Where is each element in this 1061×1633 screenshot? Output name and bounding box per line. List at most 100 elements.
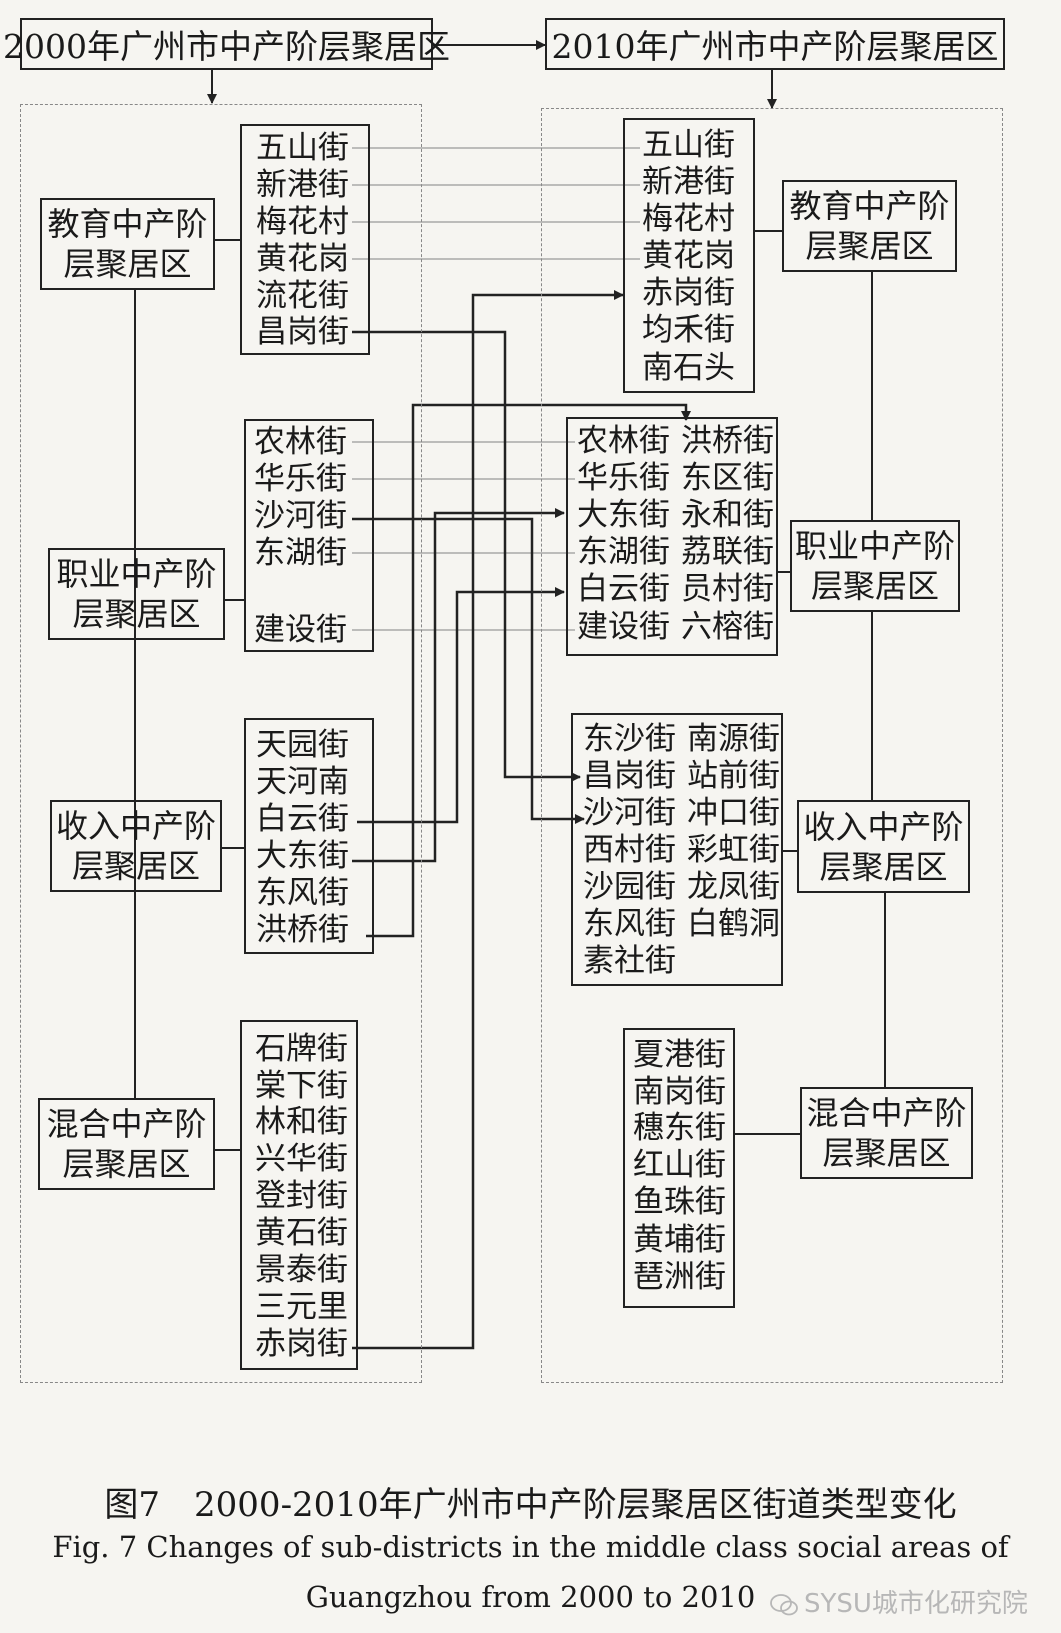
street-item: 黄埔街 <box>633 1222 726 1258</box>
street-item: 永和街 <box>681 497 774 533</box>
street-item: 新港街 <box>256 167 349 203</box>
street-item: 大东街 <box>256 838 349 874</box>
street-item: 穗东街 <box>633 1110 726 1146</box>
left-category-education: 教育中产阶层聚居区 <box>40 198 215 290</box>
street-item: 兴华街 <box>255 1141 348 1177</box>
street-item: 梅花村 <box>642 201 735 237</box>
street-item: 白鹤洞 <box>687 906 780 942</box>
street-item: 红山街 <box>633 1147 726 1183</box>
street-item: 华乐街 <box>254 461 347 497</box>
street-item: 夏港街 <box>633 1037 726 1073</box>
category-label: 职业中产阶层聚居区 <box>56 555 217 633</box>
left-list-income <box>244 718 374 954</box>
street-item: 鱼珠街 <box>633 1184 726 1220</box>
street-item: 景泰街 <box>255 1252 348 1288</box>
figure-caption-english-line1: Fig. 7 Changes of sub-districts in the m… <box>52 1530 1009 1564</box>
right-header-title: 2010年广州市中产阶层聚居区 <box>551 27 999 66</box>
street-item: 素社街 <box>583 943 676 979</box>
street-item: 东风街 <box>256 875 349 911</box>
figure-caption-chinese: 图7 2000-2010年广州市中产阶层聚居区街道类型变化 <box>104 1485 957 1525</box>
street-item: 流花街 <box>256 278 349 314</box>
category-label: 混合中产阶层聚居区 <box>806 1094 967 1172</box>
right-category-occupation: 职业中产阶层聚居区 <box>790 520 960 612</box>
street-item: 建设街 <box>577 609 670 645</box>
street-item: 东湖街 <box>577 534 670 570</box>
left-list-occupation <box>244 419 374 652</box>
moved-links <box>352 290 691 1350</box>
street-item: 冲口街 <box>687 795 780 831</box>
wechat-icon <box>770 1593 798 1615</box>
street-item: 六榕街 <box>681 609 774 645</box>
street-item: 白云街 <box>256 801 349 837</box>
right-list-income <box>571 713 783 986</box>
left-category-mixed: 混合中产阶层聚居区 <box>38 1098 215 1190</box>
street-item: 登封街 <box>255 1178 348 1214</box>
left-header-box: 2000年广州市中产阶层聚居区 <box>3 18 450 70</box>
watermark-text: SYSU城市化研究院 <box>804 1589 1028 1619</box>
right-category-mixed: 混合中产阶层聚居区 <box>800 1087 973 1179</box>
category-label: 收入中产阶层聚居区 <box>803 807 964 886</box>
left-category-income: 收入中产阶层聚居区 <box>50 800 222 892</box>
street-item: 天河南 <box>256 764 349 800</box>
street-item: 荔联街 <box>681 534 774 570</box>
street-item: 大东街 <box>577 497 670 533</box>
street-item: 南石头 <box>642 350 735 386</box>
right-list-mixed <box>623 1028 735 1308</box>
category-label: 职业中产阶层聚居区 <box>794 527 955 605</box>
right-list-education <box>623 118 755 393</box>
street-item: 五山街 <box>256 130 349 166</box>
street-item: 黄石街 <box>255 1215 348 1251</box>
street-item: 彩虹街 <box>687 832 780 868</box>
category-label: 混合中产阶层聚居区 <box>46 1105 207 1183</box>
street-item: 棠下街 <box>255 1068 348 1104</box>
street-item: 南源街 <box>687 721 780 757</box>
left-list-mixed <box>240 1020 358 1370</box>
street-item: 龙凤街 <box>687 869 780 905</box>
category-label: 教育中产阶层聚居区 <box>789 187 950 265</box>
street-item: 东湖街 <box>254 535 347 571</box>
street-item: 东风街 <box>583 906 676 942</box>
category-label: 收入中产阶层聚居区 <box>55 807 216 885</box>
figure-caption-english-line2: Guangzhou from 2000 to 2010 <box>305 1580 756 1614</box>
street-item: 赤岗街 <box>642 275 735 311</box>
street-item: 三元里 <box>255 1289 348 1325</box>
street-item: 东沙街 <box>583 721 676 757</box>
street-item: 沙河街 <box>254 498 347 534</box>
street-item: 东区街 <box>681 460 774 496</box>
right-category-education: 教育中产阶层聚居区 <box>782 180 957 272</box>
right-header-box: 2010年广州市中产阶层聚居区 <box>545 18 1005 70</box>
street-item: 黄花岗 <box>256 241 349 277</box>
street-item: 沙园街 <box>583 869 676 905</box>
street-item: 新港街 <box>642 164 735 200</box>
street-item: 天园街 <box>256 727 349 763</box>
left-panel <box>20 104 422 1383</box>
unchanged-links <box>352 147 640 631</box>
street-item: 洪桥街 <box>681 423 774 459</box>
street-item: 琶洲街 <box>633 1259 726 1295</box>
street-item: 洪桥街 <box>256 912 349 948</box>
street-item: 五山街 <box>642 127 735 163</box>
street-item: 员村街 <box>681 571 774 607</box>
street-item: 农林街 <box>254 424 347 460</box>
street-item: 站前街 <box>687 758 780 794</box>
street-item: 沙河街 <box>583 795 676 831</box>
right-category-income: 收入中产阶层聚居区 <box>797 800 970 893</box>
right-panel <box>541 108 1003 1383</box>
category-label: 教育中产阶层聚居区 <box>47 205 208 283</box>
street-item: 昌岗街 <box>256 314 349 350</box>
street-item: 黄花岗 <box>642 238 735 274</box>
street-item: 均禾街 <box>642 312 735 348</box>
street-item: 石牌街 <box>255 1031 348 1067</box>
right-list-occupation <box>566 417 778 656</box>
street-item: 南岗街 <box>633 1074 726 1110</box>
left-category-occupation: 职业中产阶层聚居区 <box>48 548 225 640</box>
street-item: 昌岗街 <box>583 758 676 794</box>
street-item: 赤岗街 <box>255 1326 348 1362</box>
street-item: 梅花村 <box>256 204 349 240</box>
left-header-title: 2000年广州市中产阶层聚居区 <box>3 27 450 66</box>
street-item: 华乐街 <box>577 460 670 496</box>
left-list-education <box>240 124 370 355</box>
street-item: 建设街 <box>254 612 347 648</box>
street-item: 白云街 <box>577 571 670 607</box>
